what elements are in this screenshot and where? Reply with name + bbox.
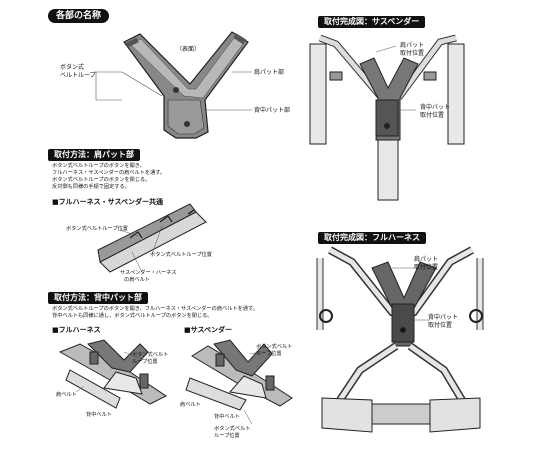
shoulder-howto-header: 取付方法：肩パット部 (48, 149, 140, 161)
back-suspender-loop-label-4: ループ位置 (214, 433, 240, 439)
back-suspender-loop-label-2: ループ位置 (256, 351, 282, 357)
front-side-label: （表面） (176, 46, 201, 53)
back-harness-loop-label-1: ボタン式ベルト (132, 352, 169, 358)
back-harness-shoulder-label: 肩ベルト (56, 392, 77, 398)
back-suspender-title: ■サスペンダー (184, 326, 232, 334)
harness-shoulder-pad-label: 肩パット (414, 256, 439, 263)
back-pad-label: 背中パット部 (254, 107, 291, 114)
shoulder-loop-pos2-label: ボタン式ベルトループ位置 (150, 252, 212, 258)
back-harness-illustration (58, 339, 167, 409)
harness-done-header: 取付完成図：フルハーネス (318, 232, 426, 244)
suspender-shoulder-pos-label: 取付位置 (400, 50, 425, 57)
suspender-illustration (309, 34, 465, 201)
suspender-back-pad-label: 背中パット (420, 104, 451, 111)
shoulder-pad-label: 肩パット部 (254, 69, 285, 76)
suspender-done-header: 取付完成図：サスペンダー (318, 16, 426, 28)
back-harness-loop-label-2: ループ位置 (132, 359, 158, 365)
shoulder-howto-illustration (97, 203, 207, 273)
harness-illustration (316, 246, 484, 433)
back-suspender-back-label: 背中ベルト (214, 414, 240, 420)
harness-back-pad-label: 背中パット (428, 314, 459, 321)
back-suspender-shoulder-label: 肩ベルト (180, 402, 201, 408)
back-harness-title: ■フルハーネス (52, 326, 101, 334)
shoulder-belt-label-1: サスペンダー・ハーネス (120, 270, 177, 276)
suspender-back-pos-label: 取付位置 (420, 112, 445, 119)
shoulder-note-1: ボタン式ベルトループのボタンを開き、 (52, 163, 145, 169)
button-loop-label-2: ベルトループ (60, 72, 96, 79)
back-suspender-loop-label-3: ボタン式ベルト (214, 426, 251, 432)
shoulder-belt-label-2: の肩ベルト (124, 277, 150, 283)
harness-back-pos-label: 取付位置 (428, 322, 453, 329)
shoulder-note-2: フルハーネス・サスペンダーの肩ベルトを通す。 (52, 170, 166, 176)
shoulder-note-3: ボタン式ベルトループのボタンを閉じる。 (52, 177, 151, 183)
shoulder-loop-pos-label: ボタン式ベルトループ位置 (66, 226, 128, 232)
shoulder-sub-title: ■フルハーネス・サスペンダー共通 (52, 198, 163, 206)
back-note-2: 背中ベルトも同様に通し、ボタン式ベルトループのボタンを閉じる。 (52, 313, 213, 319)
harness-shoulder-pos-label: 取付位置 (414, 264, 439, 271)
shoulder-note-4: 反対側も同様の手順で固定する。 (52, 184, 130, 190)
back-howto-header: 取付方法：背中パット部 (48, 292, 148, 304)
back-note-1: ボタン式ベルトループのボタンを開き、フルハーネス・サスペンダーの肩ベルトを通す。 (52, 306, 258, 312)
back-suspender-loop-label-1: ボタン式ベルト (256, 344, 293, 350)
button-loop-label-1: ボタン式 (60, 64, 85, 71)
y-pad-illustration (95, 31, 252, 139)
suspender-shoulder-pad-label: 肩パット (400, 42, 425, 49)
back-suspender-illustration (185, 339, 293, 425)
parts-header: 各部の名称 (48, 9, 110, 23)
back-harness-back-label: 背中ベルト (86, 412, 112, 418)
